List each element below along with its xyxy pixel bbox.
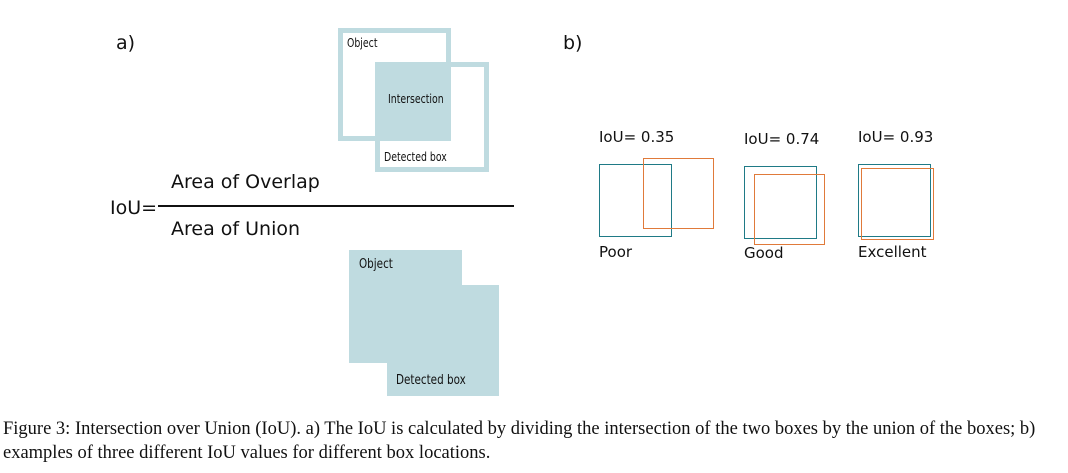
union-detected-label: Detected box [396, 373, 466, 388]
detected-box-label: Detected box [384, 150, 447, 164]
ground-truth-box [744, 166, 817, 239]
intersection-area [375, 62, 451, 141]
panel-a-label: a) [116, 32, 136, 54]
quality-label: Excellent [858, 243, 927, 261]
iou-value: IoU= 0.35 [599, 128, 675, 146]
intersection-label: Intersection [388, 92, 444, 106]
predicted-box [643, 158, 714, 229]
formula-numerator: Area of Overlap [171, 171, 320, 193]
object-label: Object [347, 36, 378, 50]
quality-label: Good [744, 244, 784, 262]
union-detected-area [387, 285, 499, 396]
ground-truth-box [599, 164, 672, 237]
ground-truth-box [858, 164, 931, 237]
quality-label: Poor [599, 243, 633, 261]
panel-b-label: b) [563, 32, 583, 54]
iou-value: IoU= 0.93 [858, 128, 934, 146]
predicted-box [754, 174, 825, 245]
union-object-label: Object [359, 257, 393, 272]
fraction-bar [158, 205, 514, 207]
formula-denominator: Area of Union [171, 218, 301, 240]
figure-caption: Figure 3: Intersection over Union (IoU).… [3, 419, 1036, 463]
predicted-box [861, 168, 934, 240]
formula-lhs: IoU= [110, 197, 158, 219]
iou-value: IoU= 0.74 [744, 130, 820, 148]
